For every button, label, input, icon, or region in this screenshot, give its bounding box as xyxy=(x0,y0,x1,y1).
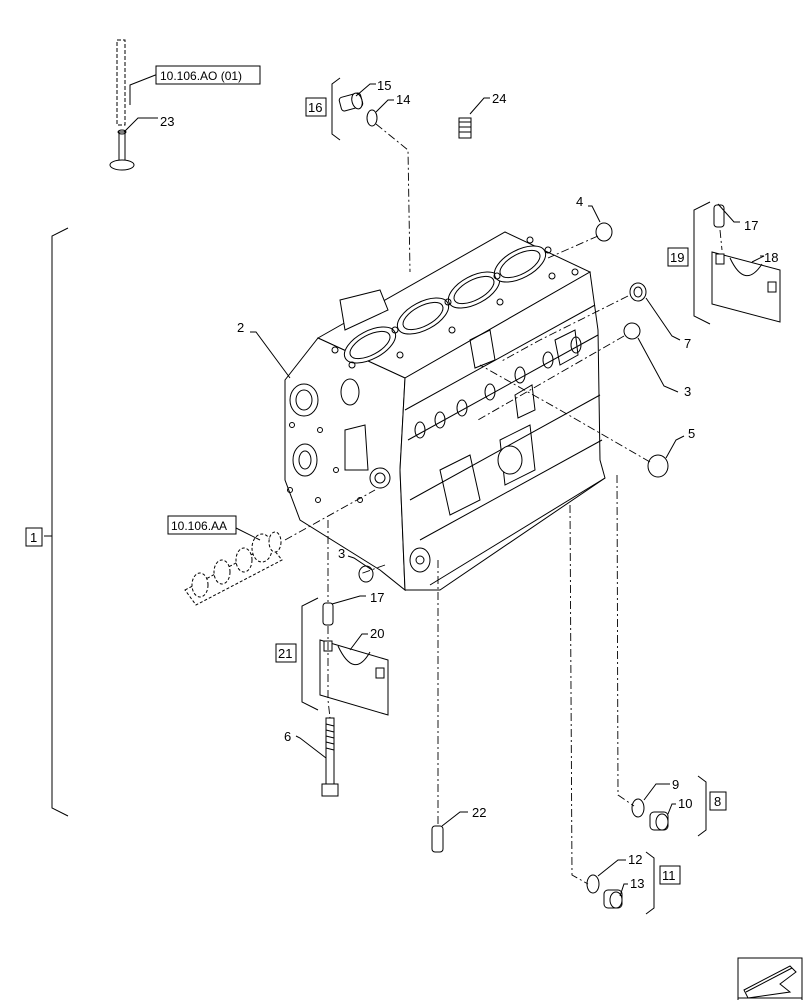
callout-14: 14 xyxy=(396,92,410,107)
part-3-plug-upper xyxy=(623,322,641,340)
part-4-plug xyxy=(595,222,613,242)
reference-boxes: 10.106.AO (01) 10.106.AA xyxy=(155,65,261,535)
camshaft xyxy=(184,531,283,606)
callout-17-upper: 17 xyxy=(744,218,758,233)
group-brackets xyxy=(44,77,711,915)
callout-23: 23 xyxy=(160,114,174,129)
part-20-bearing-cap xyxy=(319,639,389,716)
part-24-insert xyxy=(458,117,472,139)
callout-17-lower: 17 xyxy=(370,590,384,605)
callout-8: 8 xyxy=(714,794,721,809)
callout-2: 2 xyxy=(237,320,244,335)
callout-3-lower: 3 xyxy=(338,546,345,561)
part-23-dowel-tube xyxy=(109,39,135,171)
part-12-o-ring xyxy=(586,874,600,894)
part-22-dowel xyxy=(431,825,444,853)
part-6-bolt xyxy=(321,717,339,797)
callout-11: 11 xyxy=(662,868,676,883)
callout-18: 18 xyxy=(764,250,778,265)
callout-12: 12 xyxy=(628,852,642,867)
callout-6: 6 xyxy=(284,729,291,744)
callout-3-upper: 3 xyxy=(684,384,691,399)
part-5-cap xyxy=(647,454,669,478)
part-15-plug xyxy=(338,92,364,112)
callout-20: 20 xyxy=(370,626,384,641)
part-13-plug xyxy=(603,889,623,909)
part-17-pin-upper xyxy=(713,204,725,228)
part-10-plug xyxy=(649,811,669,831)
part-9-o-ring xyxy=(631,798,645,818)
leader-lines xyxy=(123,73,765,897)
callout-7: 7 xyxy=(684,336,691,351)
engine-block xyxy=(284,231,606,592)
part-17-pin-lower xyxy=(322,602,334,626)
callout-10: 10 xyxy=(678,796,692,811)
callout-22: 22 xyxy=(472,805,486,820)
callout-19: 19 xyxy=(670,250,684,265)
callout-9: 9 xyxy=(672,777,679,792)
callout-24: 24 xyxy=(492,91,506,106)
callout-labels: 15 14 24 23 4 2 17 18 7 3 5 3 17 20 6 22… xyxy=(160,78,778,891)
part-14-o-ring xyxy=(366,109,378,127)
callout-5: 5 xyxy=(688,426,695,441)
boxed-callouts: 1 16 19 21 8 11 xyxy=(25,97,727,885)
callout-4: 4 xyxy=(576,194,583,209)
callout-1: 1 xyxy=(30,530,37,545)
callout-13: 13 xyxy=(630,876,644,891)
ref-oil-cooler[interactable]: 10.106.AO (01) xyxy=(160,69,242,83)
part-3-plug-lower xyxy=(358,565,374,583)
part-18-bearing-cap xyxy=(711,251,781,323)
callout-21: 21 xyxy=(278,646,292,661)
assembly-lines xyxy=(284,123,723,885)
ref-camshaft[interactable]: 10.106.AA xyxy=(171,519,227,533)
callout-15: 15 xyxy=(377,78,391,93)
callout-16: 16 xyxy=(308,100,322,115)
arrow-page-icon[interactable] xyxy=(737,957,803,1000)
part-7-sleeve xyxy=(629,282,647,302)
